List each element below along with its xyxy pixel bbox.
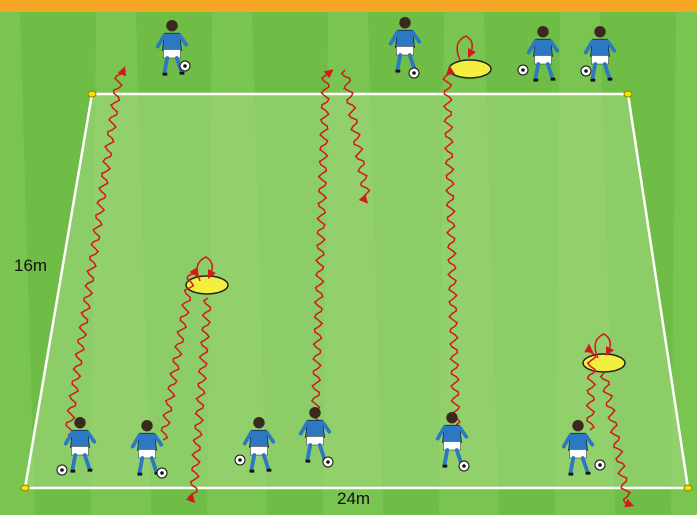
height-dimension-label: 16m xyxy=(14,256,47,276)
soccer-ball-icon xyxy=(459,461,469,471)
soccer-ball-icon xyxy=(235,455,245,465)
soccer-ball-icon xyxy=(595,460,605,470)
target-zone-icon xyxy=(449,60,491,78)
soccer-ball-icon xyxy=(409,68,419,78)
soccer-ball-icon xyxy=(57,465,67,475)
playing-area xyxy=(25,94,688,488)
soccer-ball-icon xyxy=(180,61,190,71)
soccer-ball-icon xyxy=(518,65,528,75)
target-zone-icon xyxy=(583,354,625,372)
soccer-ball-icon xyxy=(581,66,591,76)
top-accent-bar xyxy=(0,0,697,12)
width-dimension-label: 24m xyxy=(337,489,370,509)
cone-marker-icon xyxy=(684,485,692,491)
cone-marker-icon xyxy=(21,485,29,491)
cone-marker-icon xyxy=(624,91,632,97)
soccer-ball-icon xyxy=(323,457,333,467)
soccer-ball-icon xyxy=(157,468,167,478)
cone-marker-icon xyxy=(88,91,96,97)
